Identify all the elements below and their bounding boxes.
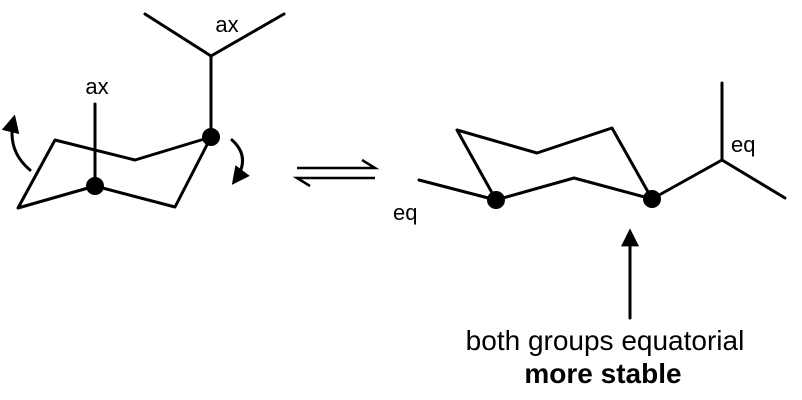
left-chair-ring <box>16 135 213 210</box>
right-isopropyl-equatorial-label: eq <box>731 132 755 157</box>
forward-half-arrow <box>297 158 380 170</box>
left-stereocenter-dot-isopropyl <box>202 128 220 146</box>
right-isopropyl-methyl-right <box>720 158 787 200</box>
left-ring-flip-arrow <box>1 114 32 172</box>
left-chair-conformer: ax ax <box>1 12 286 210</box>
left-isopropyl-axial-label: ax <box>215 12 238 37</box>
right-equatorial-isopropyl-bond <box>650 158 724 201</box>
equilibrium-arrows <box>292 158 380 188</box>
right-stereocenter-dot-isopropyl <box>643 190 661 208</box>
annotation-line-2: more stable <box>524 358 681 389</box>
right-chair-conformer: eq eq <box>393 81 787 225</box>
reverse-half-arrow <box>292 176 375 188</box>
right-chair-ring <box>455 126 654 202</box>
right-ring-flip-arrow <box>230 138 250 185</box>
right-equatorial-methyl-bond <box>417 178 498 202</box>
left-methyl-axial-label: ax <box>85 74 108 99</box>
right-stereocenter-dot-methyl <box>487 191 505 209</box>
right-methyl-equatorial-label: eq <box>393 200 417 225</box>
left-stereocenter-dot-methyl <box>86 177 104 195</box>
annotation-line-1: both groups equatorial <box>466 325 745 356</box>
left-isopropyl-methyls <box>143 12 286 58</box>
